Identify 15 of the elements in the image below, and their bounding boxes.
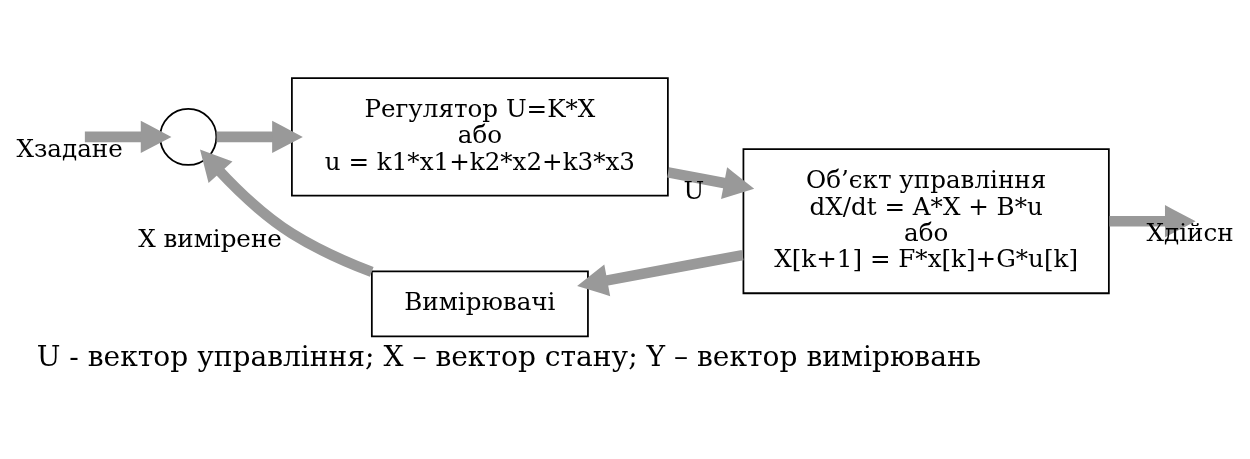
arrow [216,120,303,153]
arrow [577,249,744,296]
edge-label: Xзадане [16,133,123,163]
node-box: Вимірювачі [370,269,589,337]
node-circle [159,107,218,166]
arrow [1109,204,1196,237]
edge-label: Xдійсн [1146,217,1234,247]
arrow [84,120,172,153]
edge-label: U [683,175,705,205]
arrow [667,166,755,199]
caption: U - вектор управління; X – вектор стану; Y – вектор вимірювань [36,339,981,373]
node-box: Регулятор U=K*X або u = k1*x1+k2*x2+k3*x3 [291,76,669,197]
node-box: Об’єкт управління dX/dt = A*X + B*u або X[k+1] = F*x[k]+G*u[k] [742,147,1110,294]
arrow [200,149,374,277]
edge-label: X вимірене [138,223,282,253]
